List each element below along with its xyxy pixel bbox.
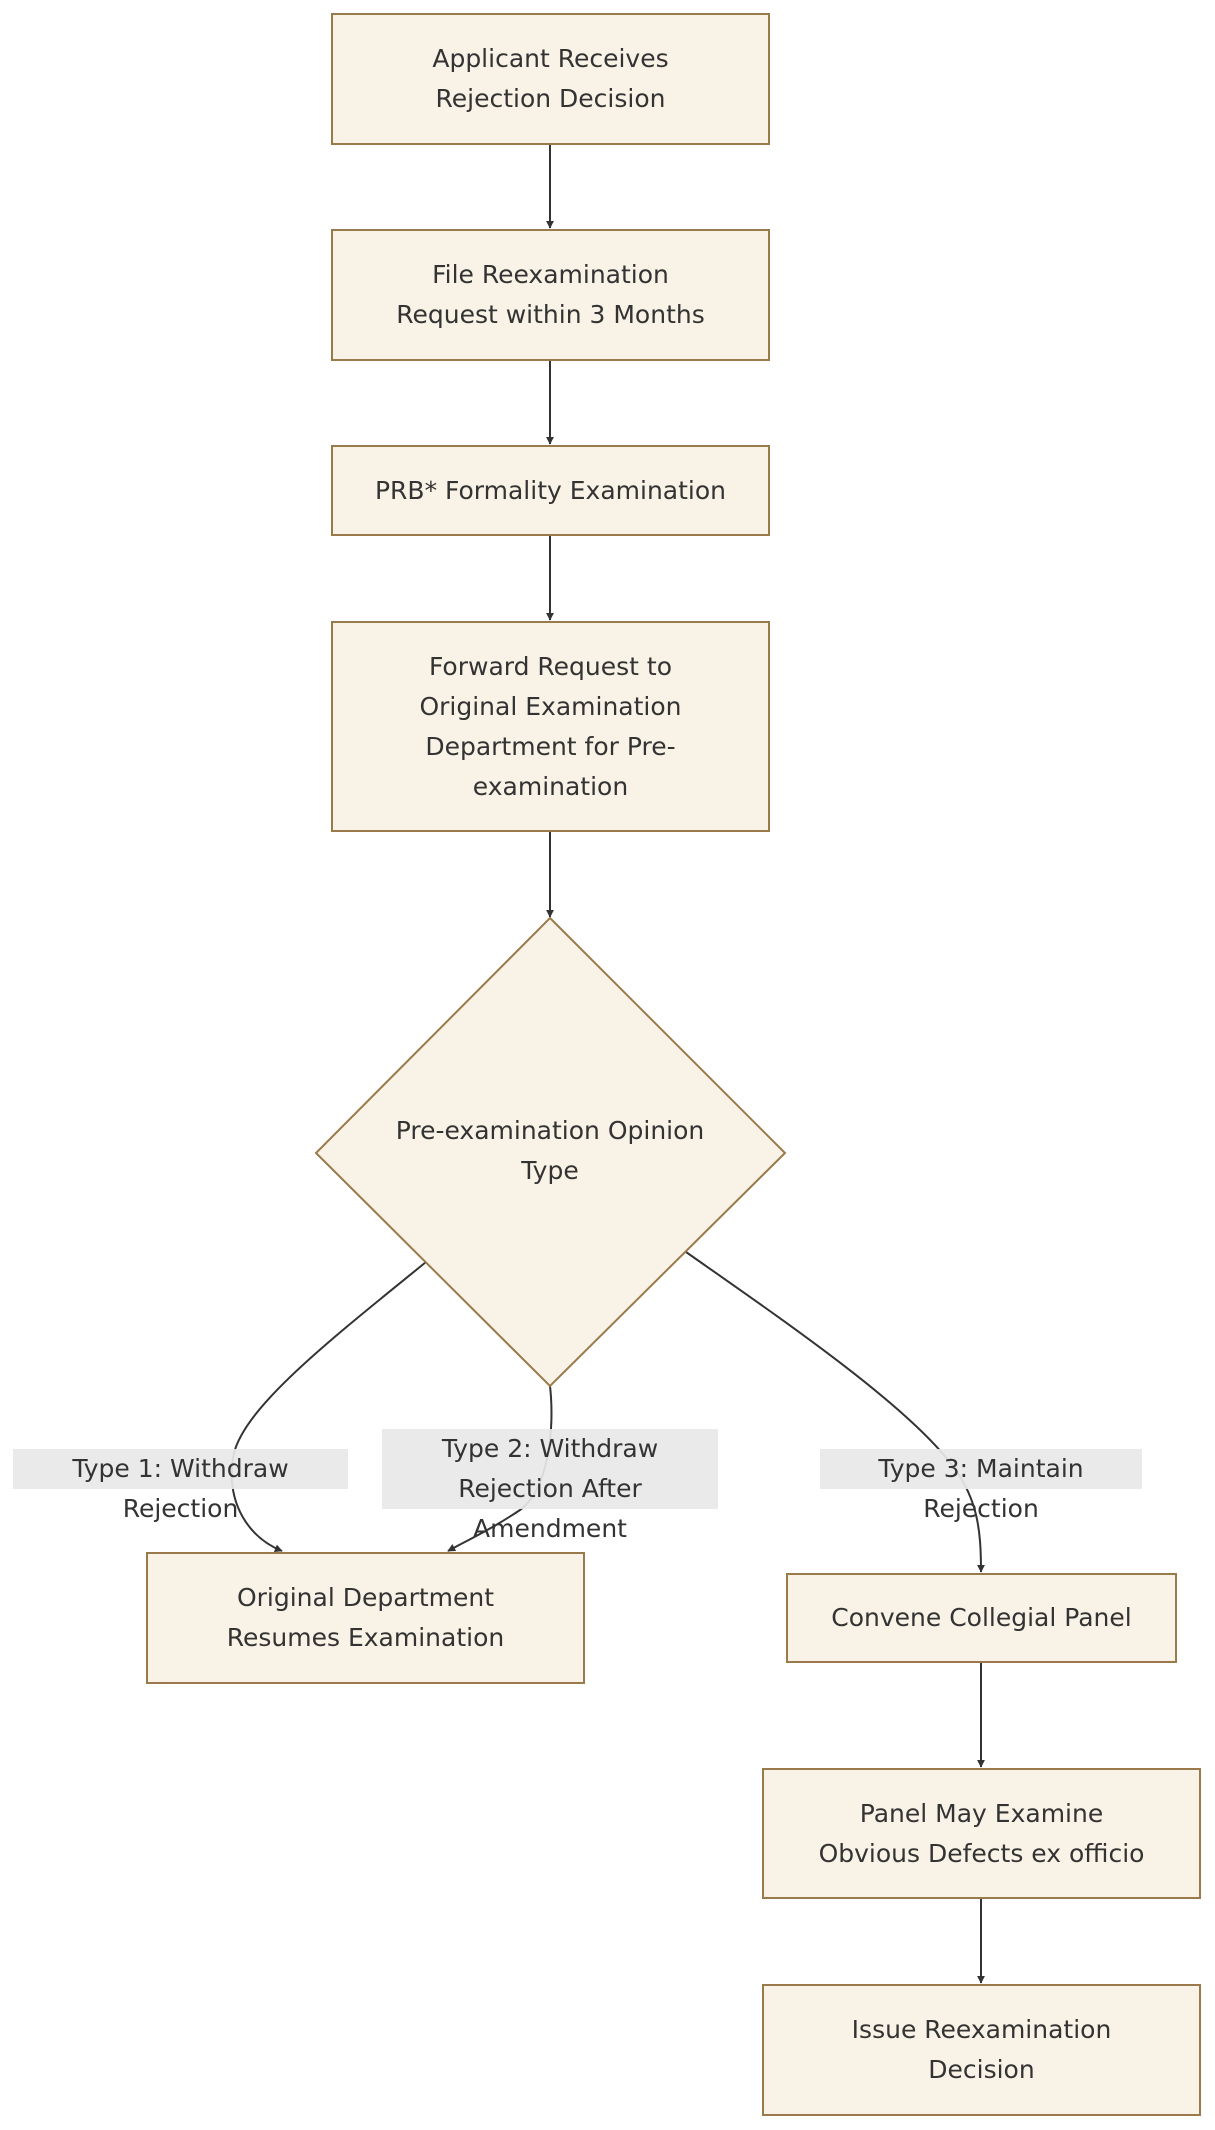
decision-label: Pre-examination Opinion Type [395, 1116, 705, 1185]
decision-diamond [314, 916, 787, 1388]
node-label: File Reexamination Request within 3 Mont… [396, 260, 705, 329]
node-label: Original Department Resumes Examination [226, 1583, 505, 1652]
edge-label-type1: Type 1: Withdraw Rejection [13, 1449, 348, 1523]
node-label: Issue Reexamination Decision [851, 2015, 1112, 2084]
node-label: PRB* Formality Examination [374, 475, 727, 505]
edge-label-type2: Type 2: Withdraw Rejection After Amendme… [382, 1429, 718, 1543]
edge-label-type3: Type 3: Maintain Rejection [820, 1449, 1142, 1523]
node-label: Convene Collegial Panel [831, 1603, 1132, 1632]
node-applicant-receives-rejection: Applicant Receives Rejection Decision [331, 13, 770, 145]
node-original-department-resumes: Original Department Resumes Examination [146, 1552, 585, 1684]
node-formality-examination: PRB* Formality Examination [331, 445, 770, 536]
edge-type2-path [447, 1385, 553, 1552]
node-convene-collegial-panel: Convene Collegial Panel [786, 1573, 1177, 1663]
edge-type3-path [685, 1251, 985, 1573]
node-label: Panel May Examine Obvious Defects ex off… [818, 1798, 1145, 1868]
node-file-reexamination-request: File Reexamination Request within 3 Mont… [331, 229, 770, 361]
node-label: Applicant Receives Rejection Decision [432, 44, 669, 113]
node-issue-reexamination-decision: Issue Reexamination Decision [762, 1984, 1201, 2116]
node-forward-request: Forward Request to Original Examination … [331, 621, 770, 832]
edge-type1-path [230, 1261, 427, 1552]
node-label: Forward Request to Original Examination … [419, 651, 682, 801]
node-panel-examine-defects: Panel May Examine Obvious Defects ex off… [762, 1768, 1201, 1899]
